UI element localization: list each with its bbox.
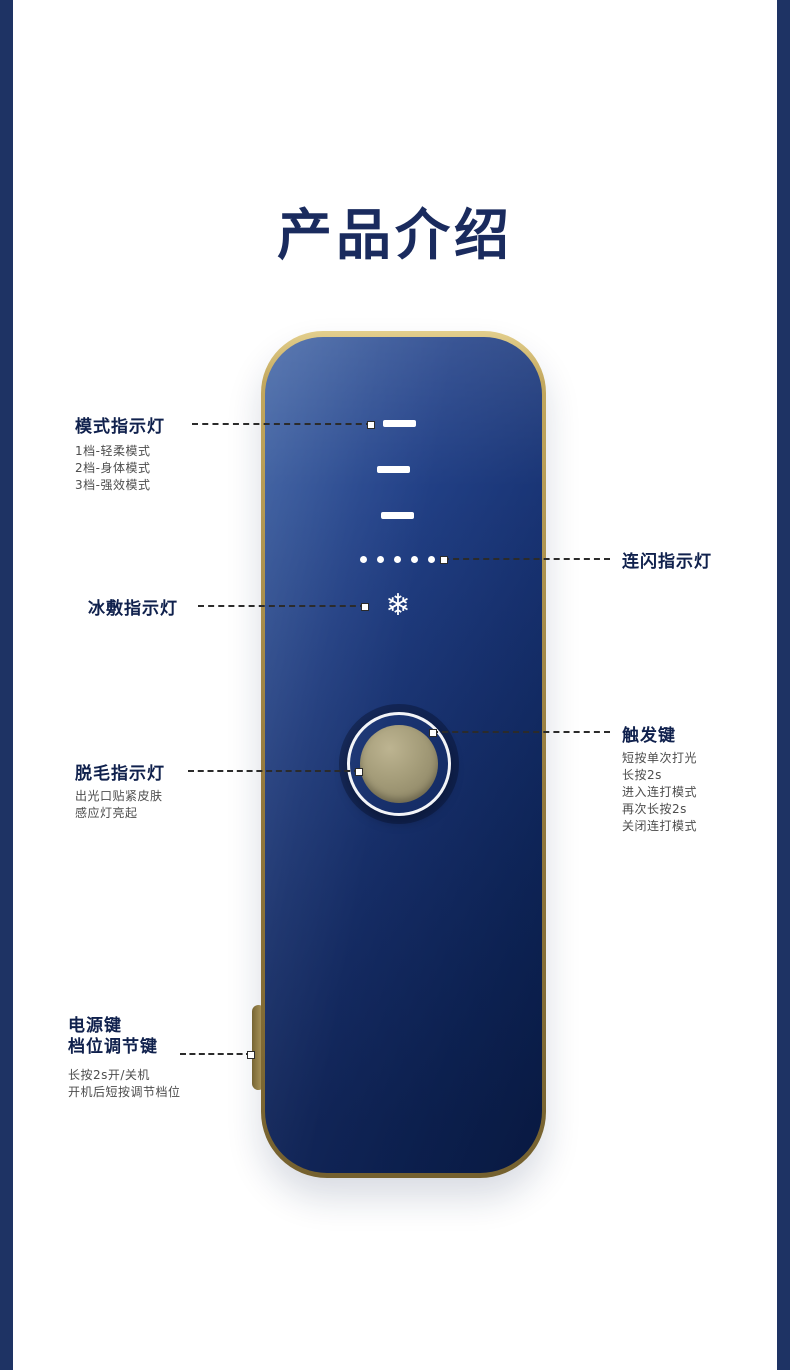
callout-label-mode-indicator: 模式指示灯 [75, 417, 165, 437]
mode-indicator-bar-1 [383, 420, 416, 427]
callout-sub-line: 短按单次打光 [622, 751, 698, 765]
callout-sub-line: 出光口贴紧皮肤 [75, 789, 163, 803]
trigger-button [347, 712, 451, 816]
callout-sub-line: 再次长按2s [622, 802, 687, 816]
flash-dot [377, 556, 384, 563]
flash-indicator-dots [360, 556, 435, 563]
callout-label-ice-indicator: 冰敷指示灯 [88, 599, 178, 619]
flash-dot [394, 556, 401, 563]
callout-sub-mode-indicator: 1档-轻柔模式 2档-身体模式 3档-强效模式 [75, 443, 150, 494]
callout-sub-line: 长按2s [622, 768, 662, 782]
callout-label-flash-indicator: 连闪指示灯 [622, 552, 712, 572]
callout-line-mode-indicator [192, 421, 375, 429]
callout-sub-power-key: 长按2s开/关机 开机后短按调节档位 [68, 1067, 181, 1101]
callout-label-trigger-key: 触发键 [622, 726, 676, 746]
callout-sub-line: 感应灯亮起 [75, 806, 138, 820]
mode-indicator-bar-2 [377, 466, 410, 473]
callout-sub-trigger-key: 短按单次打光 长按2s 进入连打模式 再次长按2s 关闭连打模式 [622, 750, 697, 835]
callout-sub-line: 2档-身体模式 [75, 461, 151, 475]
callout-label-hair-removal: 脱毛指示灯 [75, 764, 165, 784]
callout-sub-line: 关闭连打模式 [622, 819, 698, 833]
callout-label-line: 电源键 [68, 1016, 122, 1036]
flash-dot [360, 556, 367, 563]
trigger-button-surface [360, 725, 438, 803]
mode-indicator-bar-3 [381, 512, 414, 519]
callout-sub-line: 1档-轻柔模式 [75, 444, 151, 458]
callout-sub-line: 3档-强效模式 [75, 478, 151, 492]
callout-sub-hair-removal: 出光口贴紧皮肤 感应灯亮起 [75, 788, 163, 822]
device-body: ❄ [265, 337, 542, 1173]
callout-sub-line: 进入连打模式 [622, 785, 698, 799]
callout-line-flash-indicator [440, 556, 610, 564]
callout-line-trigger-key [429, 729, 610, 737]
callout-line-ice-indicator [198, 603, 369, 611]
callout-line-hair-removal [188, 768, 363, 776]
callout-line-power-key [180, 1051, 255, 1059]
callout-sub-line: 长按2s开/关机 [68, 1068, 150, 1082]
callout-label-line: 档位调节键 [68, 1037, 158, 1057]
callout-label-power-key: 电源键 档位调节键 [68, 1016, 158, 1058]
right-border-strip [777, 0, 790, 1370]
flash-dot [428, 556, 435, 563]
page-title: 产品介绍 [276, 203, 513, 267]
device-illustration: ❄ [261, 331, 546, 1178]
flash-dot [411, 556, 418, 563]
callout-sub-line: 开机后短按调节档位 [68, 1085, 181, 1099]
left-border-strip [0, 0, 13, 1370]
snowflake-icon: ❄ [385, 588, 411, 623]
